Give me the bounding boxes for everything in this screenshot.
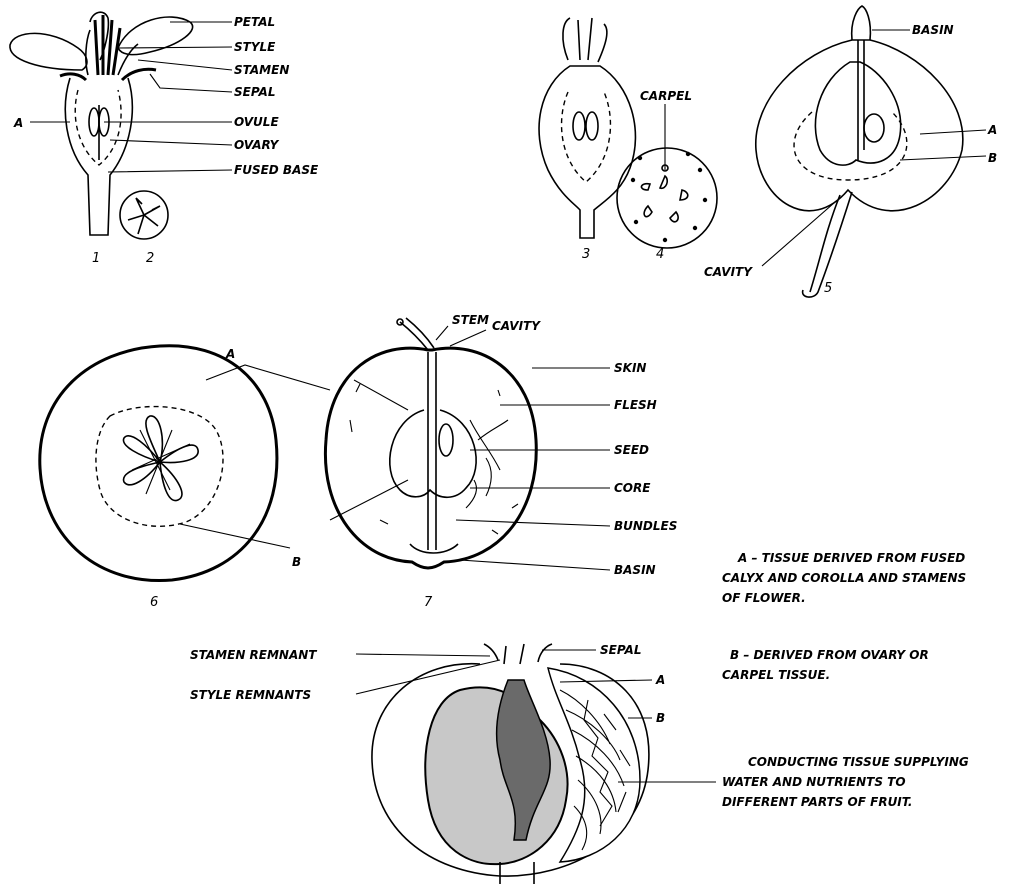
label-stamen-remnant: STAMEN REMNANT	[190, 648, 317, 662]
flower-petal-right	[118, 17, 193, 55]
note-b-line-1: B – DERIVED FROM OVARY OR	[730, 648, 929, 662]
young-fruit-calyx	[563, 18, 607, 62]
cross-section-dots	[631, 152, 707, 242]
note-c-line-3: DIFFERENT PARTS OF FRUIT.	[722, 795, 912, 809]
label-sepal: SEPAL	[234, 85, 275, 99]
maturing-fruit-axis	[858, 40, 864, 160]
note-b-line-2: CARPEL TISSUE.	[722, 668, 830, 682]
note-a-line-3: OF FLOWER.	[722, 591, 806, 605]
maturing-fruit-seed	[864, 114, 884, 142]
label-b-5: B	[988, 151, 997, 165]
label-style: STYLE	[234, 40, 276, 54]
apple-flesh-marks	[350, 384, 518, 534]
maturing-fruit-leaders	[762, 30, 986, 266]
maturing-fruit-figure: BASIN A B CAVITY 5	[704, 6, 997, 297]
label-a-8: A	[655, 673, 665, 687]
apple-long-section-bundles	[466, 420, 508, 508]
flower-style-strands	[95, 15, 120, 75]
maturing-fruit-inner-outline	[794, 112, 907, 180]
flower-petal-back	[90, 12, 108, 60]
label-ovule: OVULE	[234, 115, 279, 129]
note-c-line-1: CONDUCTING TISSUE SUPPLYING	[748, 755, 969, 769]
label-petal: PETAL	[234, 15, 275, 29]
label-core: CORE	[614, 481, 651, 495]
apple-cross-section-figure: A B 6	[40, 346, 330, 610]
label-stamen: STAMEN	[234, 63, 289, 77]
flower-petal-left	[10, 33, 87, 70]
maturing-fruit-calyx	[852, 6, 871, 40]
label-stem: STEM	[452, 313, 489, 327]
flower-sepal-left	[60, 74, 86, 80]
flower-ovule-left	[89, 108, 99, 136]
label-b-8: B	[656, 711, 665, 725]
young-fruit-core-outline	[562, 92, 611, 182]
young-fruit-body	[539, 66, 635, 238]
label-a-6: A	[225, 347, 235, 361]
note-c-line-2: WATER AND NUTRIENTS TO	[722, 775, 906, 789]
carpel-cross-section-figure: CARPEL 4	[617, 89, 717, 262]
figure-number-7: 7	[424, 595, 433, 610]
apple-long-section-basin	[410, 544, 458, 553]
label-bundles: BUNDLES	[614, 519, 677, 533]
flower-leader-lines	[30, 22, 232, 172]
young-fruit-seed-left	[573, 112, 585, 140]
apple-long-section-leaders	[330, 326, 610, 570]
label-style-remnants: STYLE REMNANTS	[190, 688, 311, 702]
label-basin-5: BASIN	[912, 23, 954, 37]
young-fruit-figure: 3	[539, 18, 635, 262]
figure-number-2: 2	[146, 251, 154, 266]
label-ovary: OVARY	[234, 138, 280, 152]
cross-section-carpels	[641, 176, 687, 222]
note-a-line-1: A – TISSUE DERIVED FROM FUSED	[737, 551, 965, 565]
label-basin-7: BASIN	[614, 563, 656, 577]
label-carpel: CARPEL	[640, 89, 692, 103]
note-a-line-2: CALYX AND COROLLA AND STAMENS	[722, 571, 966, 585]
label-b-6: B	[292, 555, 301, 569]
label-a-5: A	[987, 123, 997, 137]
legend-notes: A – TISSUE DERIVED FROM FUSED CALYX AND …	[722, 551, 969, 809]
figure-number-5: 5	[824, 281, 832, 296]
label-seed: SEED	[614, 443, 649, 457]
figure-number-6: 6	[150, 595, 158, 610]
mature-apple-figure: STAMEN REMNANT STYLE REMNANTS SEPAL A B	[190, 643, 716, 884]
apple-long-section-seed	[439, 424, 453, 456]
label-cavity-5: CAVITY	[704, 265, 753, 279]
apple-long-section-stem	[400, 318, 434, 350]
mature-apple-stem	[500, 862, 534, 884]
figure-number-4: 4	[656, 247, 664, 262]
label-a-flower: A	[13, 116, 23, 130]
maturing-fruit-body	[756, 40, 963, 211]
apple-long-section-axis	[428, 352, 436, 550]
ovary-cross-section-star	[128, 198, 160, 234]
figure-number-3: 3	[582, 247, 590, 262]
label-sepal-8: SEPAL	[600, 643, 641, 657]
apple-cross-section-leaders	[180, 365, 330, 548]
young-fruit-seed-right	[586, 112, 598, 140]
label-flesh: FLESH	[614, 398, 657, 412]
apple-long-section-figure: STEM CAVITY SKIN FLESH SEED CORE BUNDLES…	[325, 313, 677, 610]
flower-section-figure: PETAL STYLE STAMEN SEPAL OVULE OVARY FUS…	[10, 12, 319, 266]
apple-long-section-core	[390, 410, 476, 497]
label-cavity-7: CAVITY	[492, 319, 541, 333]
figure-number-1: 1	[92, 251, 100, 266]
cross-section-outline	[617, 148, 717, 248]
label-fused-base: FUSED BASE	[234, 163, 319, 177]
label-skin: SKIN	[614, 361, 646, 375]
